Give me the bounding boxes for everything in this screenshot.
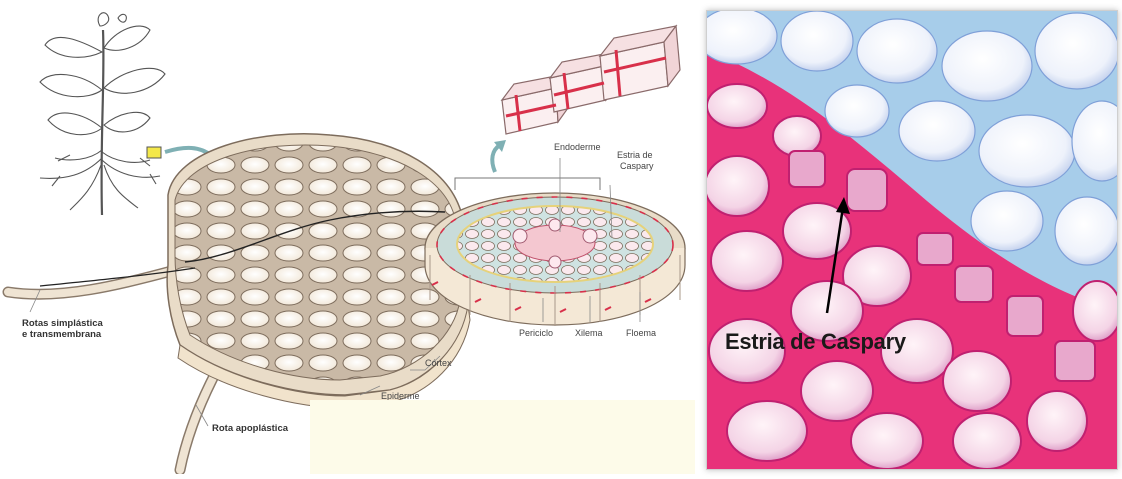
label-rota-apoplastica: Rota apoplástica: [212, 423, 289, 434]
plant-illustration: [40, 13, 165, 215]
root-cortex-block: [40, 134, 470, 408]
label-estria-2: Caspary: [620, 161, 654, 171]
label-xilema: Xilema: [575, 328, 603, 338]
label-floema: Floema: [626, 328, 656, 338]
background-band: [310, 400, 695, 474]
label-cortex: Córtex: [425, 358, 452, 368]
zoom-arrow-2: [492, 145, 500, 172]
label-endoderme: Endoderme: [554, 142, 601, 152]
root-diagram-panel: Endoderme Estria de Caspary Periciclo Xi…: [0, 0, 700, 474]
label-estria-1: Estria de: [617, 150, 653, 160]
micrograph-image: [707, 11, 1117, 469]
micrograph-panel: Estria de Caspary: [706, 10, 1118, 470]
vascular-cylinder: [425, 193, 685, 326]
label-rotas-simplastica-2: e transmembrana: [22, 329, 102, 340]
micrograph-label: Estria de Caspary: [725, 329, 906, 355]
endoderm-cells-3d: [502, 26, 680, 134]
label-rotas-simplastica-1: Rotas simplástica: [22, 318, 103, 329]
root-section-marker: [147, 147, 161, 158]
label-periciclo: Periciclo: [519, 328, 553, 338]
